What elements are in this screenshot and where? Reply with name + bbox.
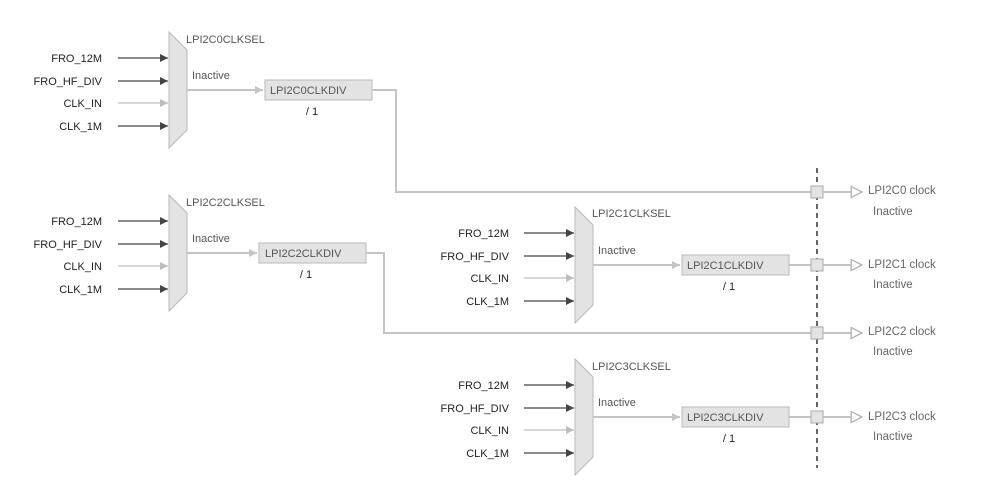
output-clock-name: LPI2C0 clock bbox=[868, 185, 936, 197]
input-label: CLK_1M bbox=[466, 448, 509, 460]
mux-state: Inactive bbox=[598, 245, 636, 257]
output-clock-name: LPI2C2 clock bbox=[868, 326, 936, 338]
divider-label: LPI2C3CLKDIV bbox=[687, 412, 764, 424]
output-clock-state: Inactive bbox=[873, 431, 913, 443]
output-clock-state: Inactive bbox=[873, 346, 913, 358]
mux-label: LPI2C3CLKSEL bbox=[592, 361, 671, 373]
output-clock-state: Inactive bbox=[873, 206, 913, 218]
input-label: CLK_1M bbox=[59, 284, 102, 296]
output-clock-name: LPI2C3 clock bbox=[868, 411, 936, 423]
lpi2c3-output: LPI2C3 clock Inactive bbox=[810, 410, 936, 443]
input-label: FRO_12M bbox=[458, 380, 509, 392]
input-label: FRO_12M bbox=[51, 216, 102, 228]
mux-label: LPI2C0CLKSEL bbox=[186, 34, 265, 46]
mux-state: Inactive bbox=[192, 233, 230, 245]
clock-gate[interactable] bbox=[810, 410, 824, 424]
input-label: FRO_HF_DIV bbox=[441, 251, 510, 263]
clock-gate[interactable] bbox=[810, 185, 824, 199]
input-label: FRO_12M bbox=[51, 53, 102, 65]
clock-select-mux[interactable] bbox=[168, 193, 188, 313]
divider-ratio: / 1 bbox=[723, 433, 735, 445]
divider-ratio: / 1 bbox=[300, 269, 312, 281]
input-label: FRO_12M bbox=[458, 228, 509, 240]
lpi2c0-clock-path: FRO_12M FRO_HF_DIV CLK_IN CLK_1M LPI2C0C… bbox=[34, 30, 811, 193]
input-label: CLK_IN bbox=[63, 261, 102, 273]
input-label: CLK_IN bbox=[470, 273, 509, 285]
divider-output-wire bbox=[366, 252, 811, 334]
clock-select-mux[interactable] bbox=[574, 357, 594, 477]
lpi2c2-output: LPI2C2 clock Inactive bbox=[810, 326, 936, 358]
clock-select-mux[interactable] bbox=[168, 30, 188, 150]
input-label: FRO_HF_DIV bbox=[34, 239, 103, 251]
input-label: FRO_HF_DIV bbox=[441, 403, 510, 415]
clock-gate[interactable] bbox=[810, 258, 824, 272]
divider-label: LPI2C0CLKDIV bbox=[270, 85, 347, 97]
divider-ratio: / 1 bbox=[306, 106, 318, 118]
divider-label: LPI2C1CLKDIV bbox=[687, 260, 764, 272]
mux-state: Inactive bbox=[192, 70, 230, 82]
input-label: CLK_IN bbox=[470, 425, 509, 437]
mux-label: LPI2C1CLKSEL bbox=[592, 208, 671, 220]
clock-gate[interactable] bbox=[810, 326, 824, 340]
lpi2c2-clock-path: FRO_12M FRO_HF_DIV CLK_IN CLK_1M LPI2C2C… bbox=[34, 193, 811, 334]
mux-label: LPI2C2CLKSEL bbox=[186, 197, 265, 209]
lpi2c0-output: LPI2C0 clock Inactive bbox=[810, 185, 936, 218]
input-label: FRO_HF_DIV bbox=[34, 76, 103, 88]
lpi2c1-output: LPI2C1 clock Inactive bbox=[810, 258, 936, 291]
output-clock-name: LPI2C1 clock bbox=[868, 259, 936, 271]
input-label: CLK_1M bbox=[59, 121, 102, 133]
input-label: CLK_1M bbox=[466, 296, 509, 308]
clock-select-mux[interactable] bbox=[574, 205, 594, 325]
divider-label: LPI2C2CLKDIV bbox=[265, 248, 342, 260]
mux-state: Inactive bbox=[598, 397, 636, 409]
divider-output-wire bbox=[372, 89, 811, 193]
divider-ratio: / 1 bbox=[723, 281, 735, 293]
lpi2c1-clock-path: FRO_12M FRO_HF_DIV CLK_IN CLK_1M LPI2C1C… bbox=[441, 205, 811, 325]
input-label: CLK_IN bbox=[63, 98, 102, 110]
output-clock-state: Inactive bbox=[873, 279, 913, 291]
lpi2c3-clock-path: FRO_12M FRO_HF_DIV CLK_IN CLK_1M LPI2C3C… bbox=[441, 357, 811, 477]
